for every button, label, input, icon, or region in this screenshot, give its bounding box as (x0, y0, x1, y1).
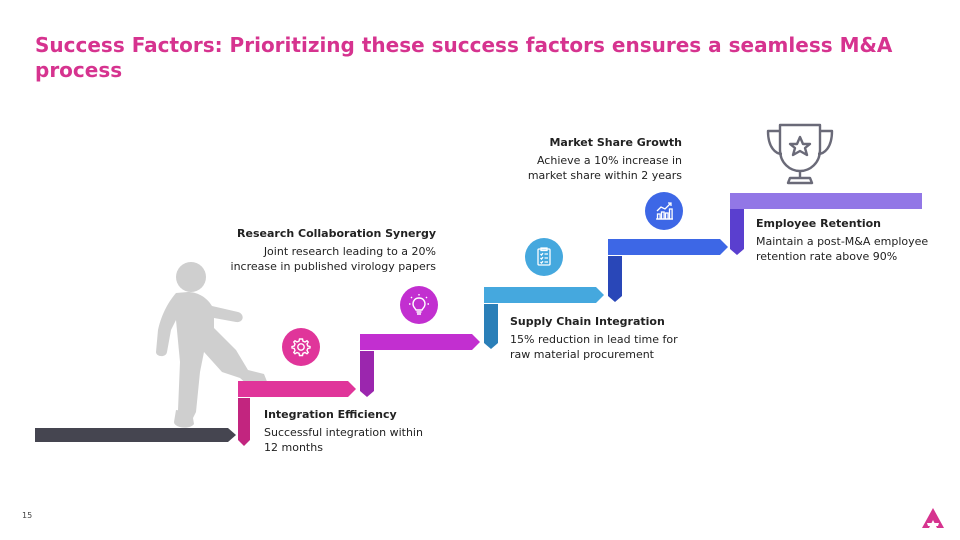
trophy-icon (766, 123, 834, 185)
step-4-text: Market Share Growth Achieve a 10% increa… (520, 135, 682, 183)
step-3-riser (484, 304, 498, 349)
step-4-title: Market Share Growth (549, 136, 682, 149)
step-3-tread (484, 287, 604, 303)
page-title: Success Factors: Prioritizing these succ… (35, 33, 893, 82)
step-2-title: Research Collaboration Synergy (237, 227, 436, 240)
step-5-riser (730, 209, 744, 255)
brand-logo-icon (922, 508, 944, 528)
step-3-desc: 15% reduction in lead time for raw mater… (510, 333, 678, 361)
step-2-riser (360, 351, 374, 397)
step-1-text: Integration Efficiency Successful integr… (264, 407, 424, 455)
page-number: 15 (22, 511, 33, 520)
step-2-tread (360, 334, 480, 350)
lightbulb-icon (409, 294, 429, 315)
step-5-text: Employee Retention Maintain a post-M&A e… (756, 216, 936, 264)
step-2-icon-circle (400, 286, 438, 324)
step-5-title: Employee Retention (756, 217, 881, 230)
step-1-desc: Successful integration within 12 months (264, 426, 423, 454)
step-4-riser (608, 256, 622, 302)
step-4-icon-circle (645, 192, 683, 230)
gear-icon (291, 338, 311, 357)
base-step (35, 428, 236, 442)
step-4-tread (608, 239, 728, 255)
step-2-desc: Joint research leading to a 20% increase… (230, 245, 436, 273)
step-4-desc: Achieve a 10% increase in market share w… (527, 154, 682, 182)
step-1-riser (238, 398, 250, 446)
checklist-icon (537, 247, 551, 266)
step-3-title: Supply Chain Integration (510, 315, 665, 328)
step-1-title: Integration Efficiency (264, 408, 397, 421)
step-5-desc: Maintain a post-M&A employee retention r… (756, 235, 929, 263)
step-3-icon-circle (525, 238, 563, 276)
walking-person-figure (156, 262, 268, 428)
step-3-text: Supply Chain Integration 15% reduction i… (510, 314, 690, 362)
step-5-tread (730, 193, 922, 209)
step-2-text: Research Collaboration Synergy Joint res… (226, 226, 436, 274)
step-1-icon-circle (282, 328, 320, 366)
growth-chart-icon (656, 202, 673, 220)
step-1-tread (238, 381, 356, 397)
